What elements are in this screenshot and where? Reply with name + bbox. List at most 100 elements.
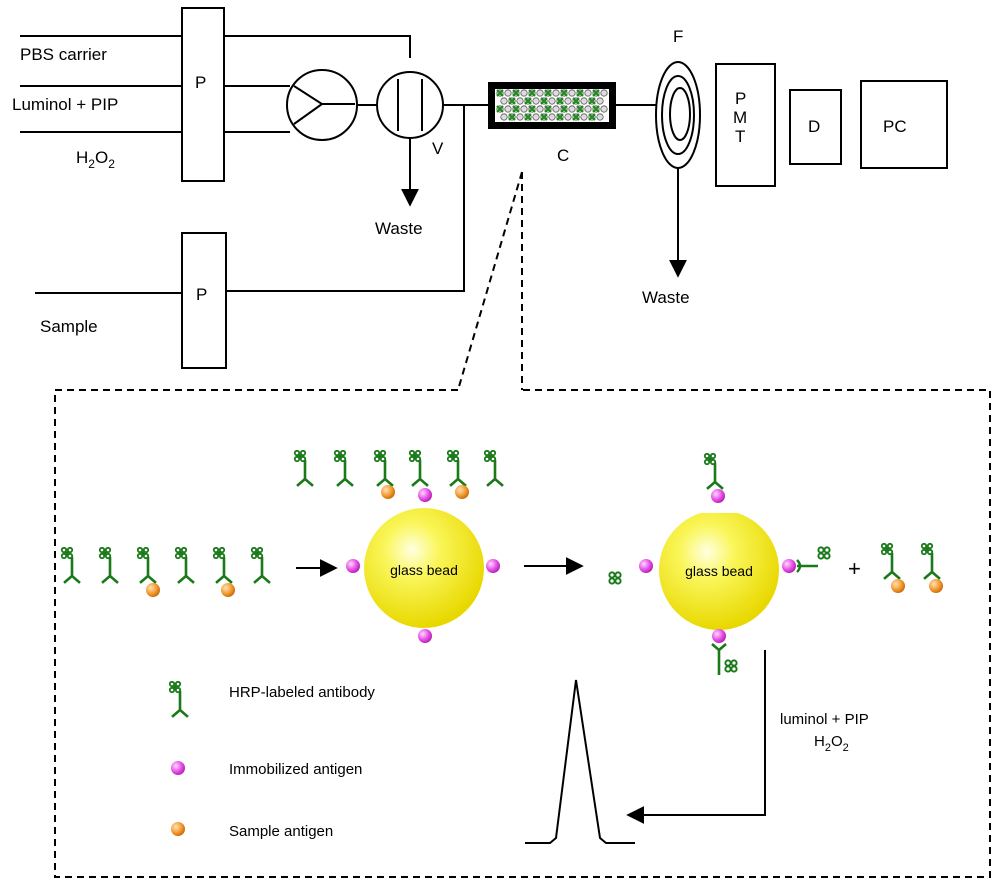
- flow-cell-coil: [669, 87, 691, 141]
- pc-box: [860, 80, 948, 169]
- column-bead: [580, 113, 588, 121]
- sample-antigen-dot: [891, 579, 905, 593]
- antibody-antigen-complex: [880, 542, 943, 593]
- immobilized-antigen-dot: [711, 489, 725, 503]
- column-bead: [600, 89, 608, 97]
- glass-bead-right: [659, 510, 779, 630]
- column-bead: [564, 113, 572, 121]
- column-antibody-mark: [572, 113, 580, 121]
- valve-label: V: [432, 139, 444, 158]
- column-bead: [504, 105, 512, 113]
- column-antibody-mark: [528, 89, 536, 97]
- column-bead: [552, 105, 560, 113]
- carrier-to-valve: [224, 35, 411, 58]
- column-antibody-mark: [592, 89, 600, 97]
- immobilized-antigen-dot: [346, 559, 360, 573]
- pump-top: [181, 7, 225, 182]
- column-antibody-mark: [544, 89, 552, 97]
- column-antibody-mark: [528, 105, 536, 113]
- column-antibody-mark: [576, 89, 584, 97]
- detector-box: [789, 89, 842, 165]
- column-bead: [568, 105, 576, 113]
- column-antibody-mark: [588, 97, 596, 105]
- column-bead: [596, 97, 604, 105]
- detector-label: D: [808, 117, 820, 136]
- column-bead: [500, 113, 508, 121]
- column-beads: [496, 89, 608, 121]
- flow-system: [20, 7, 948, 369]
- sample-antigen-dot: [221, 583, 235, 597]
- sample-label: Sample: [40, 317, 98, 336]
- detection-path: [525, 650, 766, 844]
- legend-immobilized-label: Immobilized antigen: [229, 761, 362, 778]
- luminol-pip-label: Luminol + PIP: [12, 95, 118, 114]
- column: [488, 82, 616, 129]
- sample-antigen-dot: [381, 485, 395, 499]
- column-antibody-mark: [560, 105, 568, 113]
- column-bead: [532, 97, 540, 105]
- immobilized-antigen-dot: [486, 559, 500, 573]
- column-antibody-mark: [508, 97, 516, 105]
- column-antibody-mark: [496, 105, 504, 113]
- column-bead: [564, 97, 572, 105]
- immobilized-antigen-dot: [418, 629, 432, 643]
- plus-sign: +: [848, 556, 861, 581]
- antibody-mix-left: [60, 546, 271, 597]
- column-bead: [584, 105, 592, 113]
- sample-antigen-dot: [146, 583, 160, 597]
- flow-cell-label: F: [673, 27, 683, 46]
- column-bead: [500, 97, 508, 105]
- free-hrp: [608, 571, 622, 585]
- column-bead: [532, 113, 540, 121]
- column-antibody-mark: [540, 97, 548, 105]
- mixer-y: [293, 85, 355, 125]
- pmt-label-m: M: [733, 108, 747, 127]
- pump-sample: [181, 232, 227, 369]
- column-antibody-mark: [512, 89, 520, 97]
- legend-antibody-icon: [168, 680, 189, 718]
- column-bead: [548, 113, 556, 121]
- column-bead: [520, 105, 528, 113]
- column-antibody-mark: [592, 105, 600, 113]
- column-bead: [596, 113, 604, 121]
- signal-peak: [525, 679, 635, 844]
- sample-antigen-dot: [929, 579, 943, 593]
- legend-sample-icon: [171, 822, 185, 836]
- column-bead: [552, 89, 560, 97]
- column-antibody-mark: [512, 105, 520, 113]
- pbs-carrier-label: PBS carrier: [20, 45, 107, 64]
- column-bead: [600, 105, 608, 113]
- column-antibody-mark: [556, 97, 564, 105]
- flow-waste-label: Waste: [642, 288, 690, 307]
- glass-bead-left-label: glass bead: [390, 562, 458, 578]
- glass-bead-left: [364, 508, 484, 628]
- sample-line: [226, 105, 465, 292]
- column-antibody-mark: [508, 113, 516, 121]
- immobilized-antigen-dot: [712, 629, 726, 643]
- column-bead: [516, 97, 524, 105]
- legend: HRP-labeled antibody Immobilized antigen…: [168, 680, 375, 840]
- column-bead: [580, 97, 588, 105]
- column-antibody-mark: [496, 89, 504, 97]
- glass-bead-right-label: glass bead: [685, 563, 753, 579]
- reagent-label-1: luminol + PIP: [780, 711, 869, 728]
- column-bead: [548, 97, 556, 105]
- glass-bead-right-group: glass bead: [608, 452, 831, 675]
- column-antibody-mark: [544, 105, 552, 113]
- pmt-label-t: T: [735, 127, 745, 146]
- flow-cell-mid: [661, 75, 695, 155]
- column-bead: [536, 105, 544, 113]
- h2o2-label: H2O2: [76, 148, 115, 171]
- immobilized-antigen-dot: [418, 488, 432, 502]
- pmt-box: [715, 63, 776, 187]
- column-antibody-mark: [588, 113, 596, 121]
- legend-hrp-label: HRP-labeled antibody: [229, 684, 375, 701]
- column-bead: [504, 89, 512, 97]
- column-antibody-mark: [540, 113, 548, 121]
- column-bead: [536, 89, 544, 97]
- pump-top-label: P: [195, 73, 206, 92]
- reagent-label-2: H2O2: [814, 733, 849, 754]
- column-label: C: [557, 146, 569, 165]
